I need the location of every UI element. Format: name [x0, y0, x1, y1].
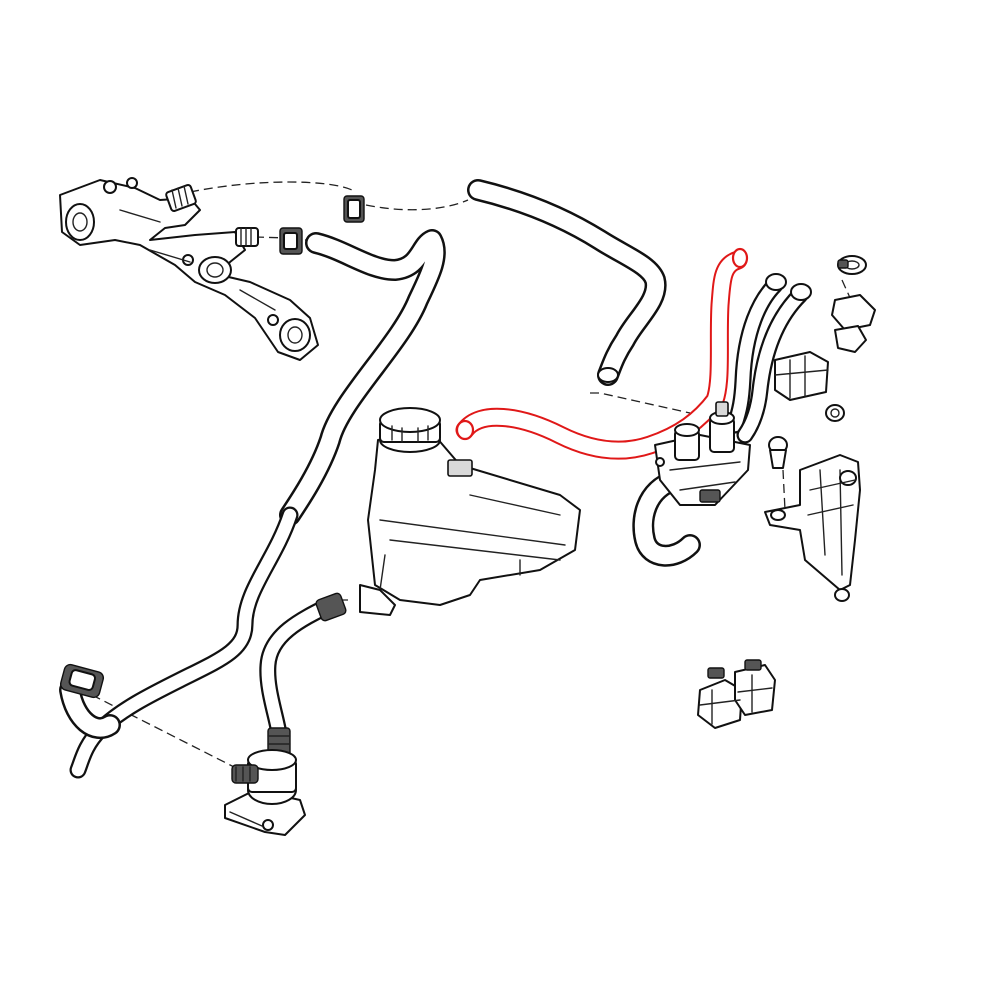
expansion-tank-icon: [359, 429, 581, 616]
coolant-flange-icon: [59, 177, 319, 361]
mounting-bracket-icon: [764, 454, 861, 602]
upper-center-hose-icon: [467, 179, 667, 386]
upper-left-hose-icon: [279, 229, 446, 526]
right-hoses-icon: [726, 273, 812, 444]
clip-group-icon: [697, 659, 776, 729]
highlighted-red-hose-icon: [455, 247, 749, 460]
hose-clamps-icon: [768, 255, 876, 469]
heater-valve-icon: [632, 401, 751, 567]
lower-tank-hose-icon: [259, 592, 347, 757]
hose-clamps-icon: [279, 195, 365, 255]
long-return-hose-icon: [59, 506, 299, 779]
auxiliary-water-pump-icon: [224, 749, 306, 836]
tank-cap-icon: [379, 407, 441, 453]
